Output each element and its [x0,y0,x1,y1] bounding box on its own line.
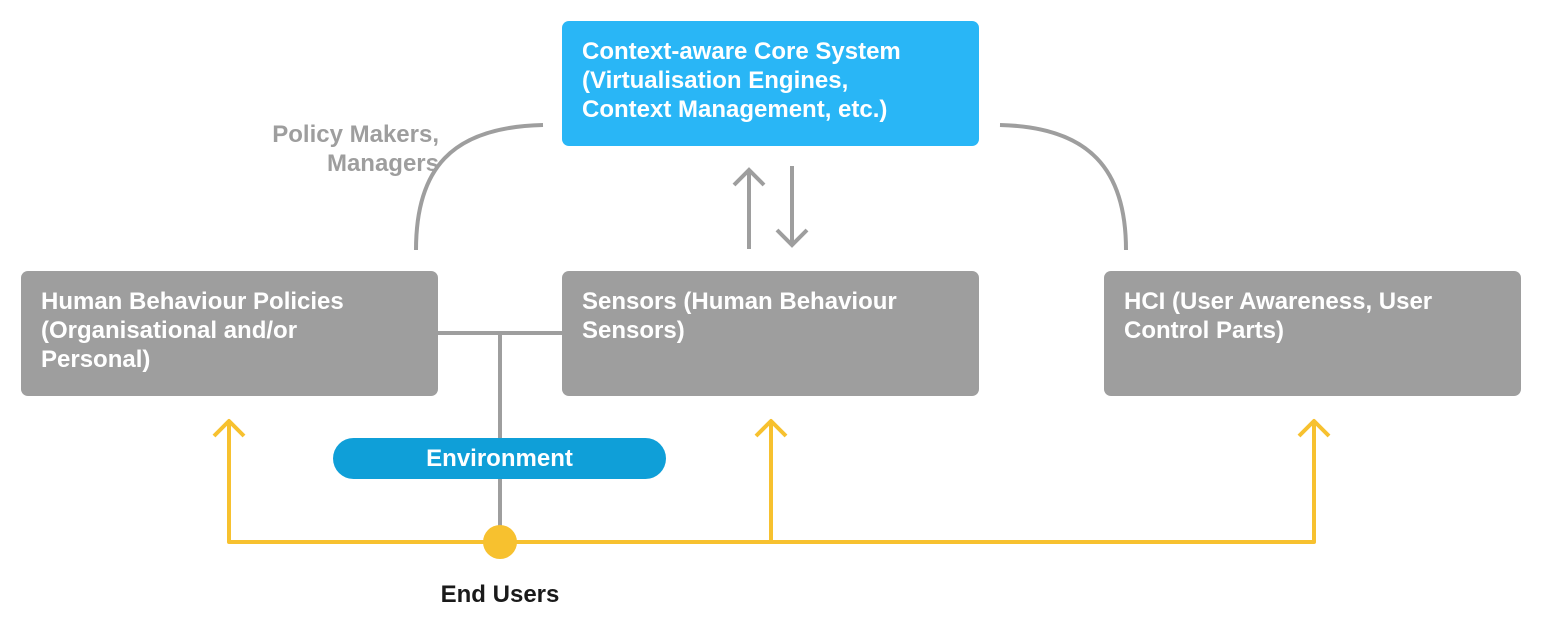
hci-line: HCI (User Awareness, User [1124,288,1433,315]
arrow-up-to-core [732,167,766,249]
core-system-box: Context-aware Core System (Virtualisatio… [562,21,979,146]
arc-core-to-hci [999,123,1128,251]
sensors-box: Sensors (Human Behaviour Sensors) [562,271,979,396]
policy-makers-line: Managers [326,150,439,177]
human-behaviour-policies-box: Human Behaviour Policies (Organisational… [21,271,438,396]
arrow-down-to-sensors [775,166,809,248]
hci-line: Control Parts) [1124,317,1285,344]
policies-line: (Organisational and/or [41,317,298,344]
policy-makers-line: Policy Makers, [272,121,439,148]
core-system-line: (Virtualisation Engines, [582,67,849,94]
end-users-node [483,525,517,559]
policy-makers-label: Policy Makers, Managers [236,120,439,178]
policies-line: Personal) [41,346,151,373]
core-system-line: Context-aware Core System [582,38,901,65]
sensors-line: Sensors (Human Behaviour [582,288,897,315]
hci-box: HCI (User Awareness, User Control Parts) [1104,271,1521,396]
environment-pill: Environment [333,438,666,479]
policies-line: Human Behaviour Policies [41,288,344,315]
sensors-line: Sensors) [582,317,685,344]
core-system-line: Context Management, etc.) [582,96,888,123]
arc-policies-to-core [414,123,544,251]
end-users-label: End Users [440,581,560,608]
environment-connectors [438,331,562,528]
end-users-flow [212,419,1331,544]
